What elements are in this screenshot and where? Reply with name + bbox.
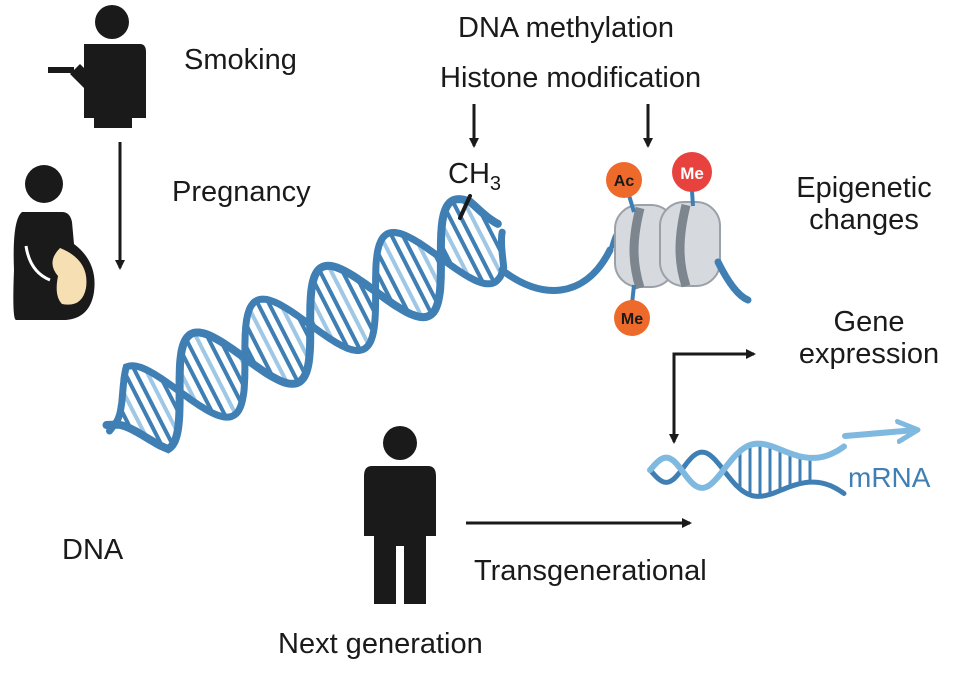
mrna-strand-b — [647, 440, 847, 491]
dna-base-pair — [317, 268, 363, 352]
mrna-arrow-tail — [842, 430, 916, 436]
mrna-rungs — [738, 443, 812, 497]
acetyl-mark-label: Ac — [614, 173, 635, 190]
dna-helix — [102, 194, 614, 454]
dna-base-pair — [326, 264, 371, 346]
methyl-group-marker — [458, 194, 472, 220]
label-dna-methylation: DNA methylation — [458, 12, 674, 44]
dna-base-pair — [121, 390, 149, 439]
label-mrna: mRNA — [848, 462, 931, 493]
label-epigenetic-line1: Epigenetic — [796, 172, 932, 204]
dna-base-pair — [309, 296, 335, 342]
dna-base-pair — [443, 208, 486, 285]
dna-base-pair — [204, 333, 244, 405]
dna-base-pair — [375, 251, 411, 315]
histone-band-right — [675, 203, 691, 288]
label-epigenetic-changes: Epigenetic changes — [784, 172, 944, 237]
label-epigenetic-line2: changes — [809, 204, 919, 237]
dna-base-pair — [123, 372, 165, 448]
dna-base-pair — [311, 279, 350, 350]
dna-base-pair — [380, 237, 424, 319]
dna-base-pair — [244, 323, 275, 379]
nucleosome: Ac Me Me — [606, 152, 752, 336]
dna-base-pair — [254, 299, 300, 384]
dna-base-pair — [450, 199, 496, 284]
dna-base-pair — [388, 231, 434, 316]
dna-base-pair — [415, 240, 443, 288]
smoking-person-icon — [48, 5, 146, 128]
label-gene-expression: Gene expression — [784, 306, 954, 371]
dna-base-pair — [247, 308, 290, 385]
dna-base-pair — [219, 340, 247, 388]
dna-base-pair — [184, 337, 228, 419]
dna-strand-front — [102, 195, 502, 454]
dna-strand-back — [106, 228, 508, 435]
label-ch3: CH3 — [448, 158, 501, 195]
label-ch3-subscript: 3 — [489, 172, 502, 195]
dna-base-pair — [461, 198, 504, 276]
dna-base-pair — [440, 223, 471, 279]
methyl-mark-bottom-circle — [614, 300, 650, 336]
dna-base-pair — [130, 364, 175, 446]
arrows — [115, 104, 756, 528]
pregnant-person-icon — [13, 165, 95, 320]
dna-base-pair — [339, 268, 376, 334]
label-pregnancy: Pregnancy — [172, 176, 311, 208]
methyl-mark-bottom-label: Me — [621, 311, 643, 328]
dna-base-pair — [265, 298, 308, 376]
label-histone-modification: Histone modification — [440, 62, 702, 94]
label-transgenerational: Transgenerational — [474, 555, 707, 587]
label-dna: DNA — [62, 534, 124, 566]
label-gene-line2: expression — [798, 338, 940, 371]
label-smoking: Smoking — [184, 44, 297, 76]
methyl-mark-top-circle — [672, 152, 712, 192]
label-gene-line1: Gene — [833, 306, 905, 338]
dna-base-pair — [279, 304, 311, 361]
dna-base-pair — [143, 368, 180, 434]
acetyl-mark-circle — [606, 162, 642, 198]
histone-band-left — [629, 206, 645, 290]
next-generation-person-icon — [364, 426, 436, 604]
dna-linker — [498, 246, 614, 294]
label-ch3-main: CH — [448, 158, 490, 190]
dna-base-pair — [192, 331, 238, 416]
mrna-helix — [647, 430, 916, 499]
dna-base-pair — [179, 351, 215, 415]
arrow-gene-expression — [672, 349, 756, 436]
methyl-mark-top-label: Me — [680, 164, 704, 183]
label-next-generation: Next generation — [278, 628, 483, 660]
dna-base-pair — [400, 233, 440, 305]
